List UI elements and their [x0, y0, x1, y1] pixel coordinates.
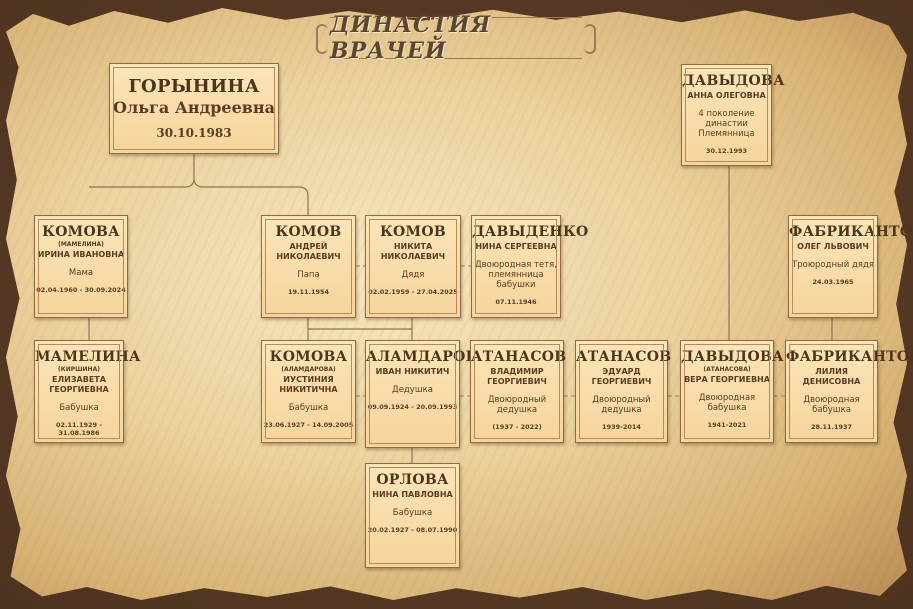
person-surname: ДАВЫДОВА	[682, 73, 785, 89]
person-dates: 1939-2014	[602, 423, 641, 431]
title-banner: ДИНАСТИЯ ВРАЧЕЙ	[316, 12, 596, 64]
person-dates: 28.11.1937	[810, 423, 853, 431]
person-name: ЕЛИЗАВЕТА ГЕОРГИЕВНА	[49, 375, 109, 394]
person-surname: АЛАМДАРОВ	[366, 349, 478, 365]
person-role: Бабушка	[59, 403, 99, 413]
person-dates: (1937 - 2022)	[492, 423, 542, 431]
person-card-orlova-nina: ОРЛОВА НИНА ПАВЛОВНА Бабушка 20.02.1927 - 0…	[365, 463, 460, 568]
person-name: ОЛЕГ ЛЬВОВИЧ	[797, 242, 869, 251]
person-card-mamelina-elizaveta: МАМЕЛИНА(КИРШИНА) ЕЛИЗАВЕТА ГЕОРГИЕВНА Баб…	[34, 340, 141, 443]
person-name: НИНА ПАВЛОВНА	[372, 490, 453, 499]
person-card-komov-andrey: КОМОВ АНДРЕЙ НИКОЛАЕВИЧ Папа 19.11.1954	[261, 215, 356, 318]
person-name: ЛИЛИЯ ДЕНИСОВНА	[802, 367, 861, 386]
person-card-fabrikantov-oleg: ФАБРИКАНТОВ ОЛЕГ ЛЬВОВИЧ Троюродный дядя 24…	[788, 215, 913, 318]
person-dates: 30.12.1993	[705, 147, 748, 155]
person-dates: 24.03.1965	[812, 278, 854, 286]
person-card-davydenko-nina: ДАВЫДЕНКО НИНА СЕРГЕЕВНА Двоюродная тетя, …	[471, 215, 589, 318]
person-card-alamdarov-ivan: АЛАМДАРОВ ИВАН НИКИТИЧ Дедушка 09.09.1924 -…	[365, 340, 478, 448]
link-gorynina-parents	[89, 154, 309, 215]
person-dates: 02.11.1929 - 31.08.1986	[55, 421, 103, 437]
person-role: Двоюродный дедушка	[592, 395, 651, 415]
person-dates: 19.11.1954	[287, 288, 330, 296]
person-role: Двоюродный дедушка	[487, 395, 547, 415]
person-role: Дедушка	[392, 385, 433, 395]
person-surname: ФАБРИКАНТОВА	[786, 349, 913, 365]
person-surname: ДАВЫДЕНКО	[472, 224, 589, 240]
person-maiden-name: (АЛАМДАРОВА)	[281, 366, 336, 373]
person-role: Бабушка	[288, 403, 329, 413]
person-name: ИРИНА ИВАНОВНА	[37, 250, 125, 259]
person-card-atanasov-eduard: АТАНАСОВ ЭДУАРД ГЕОРГИЕВИЧ Двоюродный деду…	[575, 340, 672, 443]
person-surname: КОМОВА	[269, 349, 348, 365]
person-surname: КОМОВ	[275, 224, 342, 240]
person-surname: ФАБРИКАНТОВ	[789, 224, 913, 240]
person-card-komova-iustiniya: КОМОВА(АЛАМДАРОВА) ИУСТИНИЯ НИКИТИЧНА Бабу…	[261, 340, 356, 443]
person-name: ЭДУАРД ГЕОРГИЕВИЧ	[591, 367, 652, 386]
person-name: ИУСТИНИЯ НИКИТИЧНА	[279, 375, 338, 394]
person-role: Двоюродная бабушка	[698, 393, 756, 413]
person-name: Ольга Андреевна	[113, 98, 275, 117]
person-dates: 1941-2021	[707, 421, 747, 429]
person-role: Бабушка	[392, 508, 433, 518]
person-dates: 30.10.1983	[156, 126, 232, 140]
link-komov-grandparents	[307, 318, 413, 340]
person-name: ВЛАДИМИР ГЕОРГИЕВИЧ	[487, 367, 547, 386]
person-maiden-name: (МАМЕЛИНА)	[58, 241, 104, 248]
person-role: Троюродный дядя	[792, 260, 874, 270]
person-role: Папа	[297, 270, 320, 280]
person-card-davydova-anna: ДАВЫДОВА АННА ОЛЕГОВНА 4 поколение династи…	[681, 64, 785, 166]
person-dates: 20.02.1927 - 08.07.1990	[367, 526, 458, 534]
person-surname: АТАНАСОВ	[471, 349, 567, 365]
person-dates: 23.06.1927 - 14.09.2005	[263, 421, 354, 429]
person-name: НИНА СЕРГЕЕВНА	[475, 242, 557, 251]
person-card-davydova-vera: ДАВЫДОВА(АТАНАСОВА) ВЕРА ГЕОРГИЕВНА Двоюро…	[680, 340, 784, 443]
person-surname: ГОРЫНИНА	[128, 76, 260, 97]
person-dates: 02.04.1960 - 30.09.2024	[36, 286, 126, 294]
person-surname: ДАВЫДОВА	[681, 349, 784, 365]
person-card-atanasov-vladimir: АТАНАСОВ ВЛАДИМИР ГЕОРГИЕВИЧ Двоюродный де…	[470, 340, 567, 443]
person-card-fabrikantova-liliya: ФАБРИКАНТОВА ЛИЛИЯ ДЕНИСОВНА Двоюродная ба…	[785, 340, 913, 443]
person-role: 4 поколение династии Племянница	[698, 109, 755, 139]
person-name: ИВАН НИКИТИЧ	[375, 367, 450, 376]
person-maiden-name: (АТАНАСОВА)	[703, 366, 751, 373]
person-dates: 07.11.1946	[495, 298, 537, 306]
person-card-komova-irina: КОМОВА(МАМЕЛИНА) ИРИНА ИВАНОВНА Мама 02.04.…	[34, 215, 128, 318]
person-name: НИКИТА НИКОЛАЕВИЧ	[380, 242, 446, 261]
person-name: ВЕРА ГЕОРГИЕВНА	[684, 375, 770, 384]
person-name: АНДРЕЙ НИКОЛАЕВИЧ	[276, 242, 341, 261]
person-role: Двоюродная бабушка	[803, 395, 860, 415]
person-card-komov-nikita: КОМОВ НИКИТА НИКОЛАЕВИЧ Дядя 02.02.1959 - 2…	[365, 215, 461, 318]
person-surname: КОМОВ	[380, 224, 446, 240]
person-surname: АТАНАСОВ	[576, 349, 672, 365]
person-surname: МАМЕЛИНА	[35, 349, 141, 365]
person-dates: 09.09.1924 - 20.09.1993	[367, 403, 458, 411]
person-surname: ОРЛОВА	[376, 472, 449, 488]
person-role: Мама	[68, 268, 94, 278]
person-role: Двоюродная тетя, племянница бабушки	[474, 260, 557, 290]
person-surname: КОМОВА	[42, 224, 120, 240]
person-role: Дядя	[401, 270, 425, 280]
person-name: АННА ОЛЕГОВНА	[687, 91, 766, 100]
person-dates: 02.02.1959 - 27.04.2025	[368, 288, 458, 296]
page-title: ДИНАСТИЯ ВРАЧЕЙ	[330, 12, 492, 64]
person-maiden-name: (КИРШИНА)	[58, 366, 100, 373]
